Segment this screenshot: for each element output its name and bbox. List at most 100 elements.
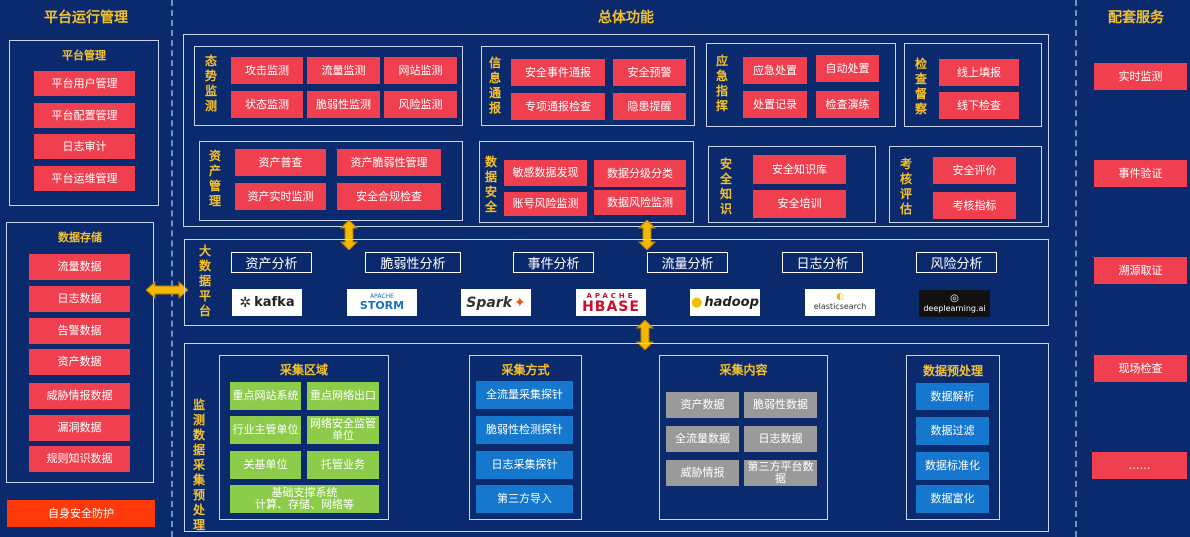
platform-mgmt-item[interactable]: 平台运维管理 [34, 166, 135, 191]
data-security-panel [479, 141, 694, 223]
data-security-item[interactable]: 账号风险监测 [504, 192, 587, 216]
platform-mgmt-item[interactable]: 日志审计 [34, 134, 135, 159]
situation-item[interactable]: 状态监测 [231, 91, 303, 118]
inspect-panel [904, 43, 1042, 127]
situation-item[interactable]: 网站监测 [384, 57, 457, 84]
kafka-icon: ✲ [239, 294, 252, 311]
knowledge-label: 安全知识 [719, 157, 732, 216]
collect-area-item[interactable]: 基础支撑系统 计算、存储、网络等 [230, 485, 379, 513]
storage-item[interactable]: 规则知识数据 [29, 446, 130, 472]
platform-mgmt-title: 平台管理 [62, 49, 106, 62]
analysis-item[interactable]: 事件分析 [513, 252, 594, 273]
data-security-item[interactable]: 数据分级分类 [594, 160, 686, 187]
storage-item[interactable]: 日志数据 [29, 286, 130, 312]
star-icon: ✦ [514, 294, 526, 311]
collect-area-item[interactable]: 网络安全监管单位 [307, 416, 379, 444]
spiral-icon: ◎ [950, 292, 959, 304]
storage-item[interactable]: 流量数据 [29, 254, 130, 280]
elastic-icon: ◐ [836, 292, 844, 302]
info-report-panel [481, 46, 695, 126]
analysis-item[interactable]: 风险分析 [916, 252, 997, 273]
analysis-item[interactable]: 流量分析 [647, 252, 728, 273]
service-item[interactable]: …… [1092, 452, 1187, 479]
asset-mgmt-item[interactable]: 资产实时监测 [235, 183, 326, 210]
collect-area-item[interactable]: 关基单位 [230, 451, 301, 479]
data-storage-title: 数据存储 [58, 231, 102, 244]
info-report-item[interactable]: 安全预警 [613, 59, 686, 86]
collect-area-item[interactable]: 行业主管单位 [230, 416, 301, 444]
elasticsearch-logo: ◐ elasticsearch [805, 289, 875, 316]
preprocess-item[interactable]: 数据解析 [916, 383, 989, 410]
platform-mgmt-item[interactable]: 平台用户管理 [34, 71, 135, 96]
inspect-item[interactable]: 线上填报 [939, 59, 1019, 86]
info-report-item[interactable]: 安全事件通报 [511, 59, 605, 86]
preprocess-item[interactable]: 数据过滤 [916, 417, 989, 445]
assessment-item[interactable]: 考核指标 [933, 192, 1016, 219]
asset-mgmt-item[interactable]: 安全合规检查 [337, 183, 441, 210]
service-item[interactable]: 实时监测 [1094, 63, 1187, 90]
bigdata-panel [184, 239, 1049, 326]
collect-method-item[interactable]: 日志采集探针 [476, 451, 573, 479]
storage-bigdata-arrow [146, 281, 188, 299]
collect-method-item[interactable]: 全流量采集探针 [476, 381, 573, 409]
knowledge-item[interactable]: 安全培训 [753, 190, 846, 218]
functions-bigdata-arrow-1 [340, 220, 358, 250]
knowledge-item[interactable]: 安全知识库 [753, 155, 846, 184]
emergency-item[interactable]: 应急处置 [743, 57, 807, 84]
situation-item[interactable]: 流量监测 [307, 57, 380, 84]
collect-method-item[interactable]: 第三方导入 [476, 485, 573, 513]
deeplearning-logo: ◎ deeplearning.ai [919, 290, 990, 317]
asset-mgmt-item[interactable]: 资产普查 [235, 149, 326, 176]
storage-item[interactable]: 告警数据 [29, 318, 130, 344]
data-storage-panel [6, 222, 154, 483]
collect-content-item[interactable]: 威胁情报 [666, 460, 739, 486]
collect-content-item[interactable]: 日志数据 [744, 426, 817, 452]
preprocess-item[interactable]: 数据标准化 [916, 452, 989, 480]
info-report-item[interactable]: 专项通报检查 [511, 93, 605, 120]
emergency-item[interactable]: 自动处置 [816, 55, 879, 82]
collect-area-item[interactable]: 重点网站系统 [230, 382, 301, 410]
center-column-title: 总体功能 [598, 10, 654, 26]
asset-mgmt-item[interactable]: 资产脆弱性管理 [337, 149, 441, 176]
collect-label: 监测数据采集预处理 [192, 398, 205, 532]
platform-mgmt-panel [9, 40, 159, 206]
collect-content-panel [659, 355, 828, 520]
storage-item[interactable]: 资产数据 [29, 349, 130, 375]
data-security-item[interactable]: 数据风险监测 [594, 190, 686, 215]
bigdata-label: 大数据平台 [198, 244, 211, 318]
analysis-item[interactable]: 日志分析 [782, 252, 863, 273]
collect-method-panel [469, 355, 582, 520]
data-security-item[interactable]: 敏感数据发现 [504, 160, 587, 186]
situation-item[interactable]: 风险监测 [384, 91, 457, 118]
situation-item[interactable]: 攻击监测 [231, 57, 303, 84]
situation-item[interactable]: 脆弱性监测 [307, 91, 380, 118]
collect-content-item[interactable]: 全流量数据 [666, 426, 739, 452]
service-item[interactable]: 现场检查 [1094, 355, 1187, 382]
hadoop-logo: ●hadoop [690, 289, 760, 316]
collect-area-item[interactable]: 托管业务 [307, 451, 379, 479]
collect-area-item[interactable]: 重点网络出口 [307, 382, 379, 410]
collect-content-item[interactable]: 脆弱性数据 [744, 392, 817, 418]
knowledge-panel [708, 146, 876, 223]
analysis-item[interactable]: 资产分析 [231, 252, 312, 273]
platform-mgmt-item[interactable]: 平台配置管理 [34, 103, 135, 128]
collect-method-item[interactable]: 脆弱性检测探针 [476, 416, 573, 444]
collect-content-item[interactable]: 第三方平台数据 [744, 460, 817, 486]
inspect-item[interactable]: 线下检查 [939, 92, 1019, 119]
storage-item[interactable]: 漏洞数据 [29, 415, 130, 441]
analysis-item[interactable]: 脆弱性分析 [365, 252, 461, 273]
emergency-item[interactable]: 检查演练 [816, 91, 879, 118]
collect-panel [184, 343, 1049, 532]
storm-logo: APACHE STORM [347, 289, 417, 316]
assessment-item[interactable]: 安全评价 [933, 157, 1016, 184]
info-report-item[interactable]: 隐患提醒 [613, 93, 686, 120]
self-protection-bar[interactable]: 自身安全防护 [7, 500, 155, 527]
storage-item[interactable]: 威胁情报数据 [29, 383, 130, 409]
service-item[interactable]: 溯源取证 [1094, 257, 1187, 284]
collect-content-item[interactable]: 资产数据 [666, 392, 739, 418]
preprocess-item[interactable]: 数据富化 [916, 485, 989, 513]
service-item[interactable]: 事件验证 [1094, 160, 1187, 187]
functions-panel [183, 34, 1049, 227]
data-security-label: 数据安全 [484, 155, 497, 214]
emergency-item[interactable]: 处置记录 [743, 91, 807, 118]
